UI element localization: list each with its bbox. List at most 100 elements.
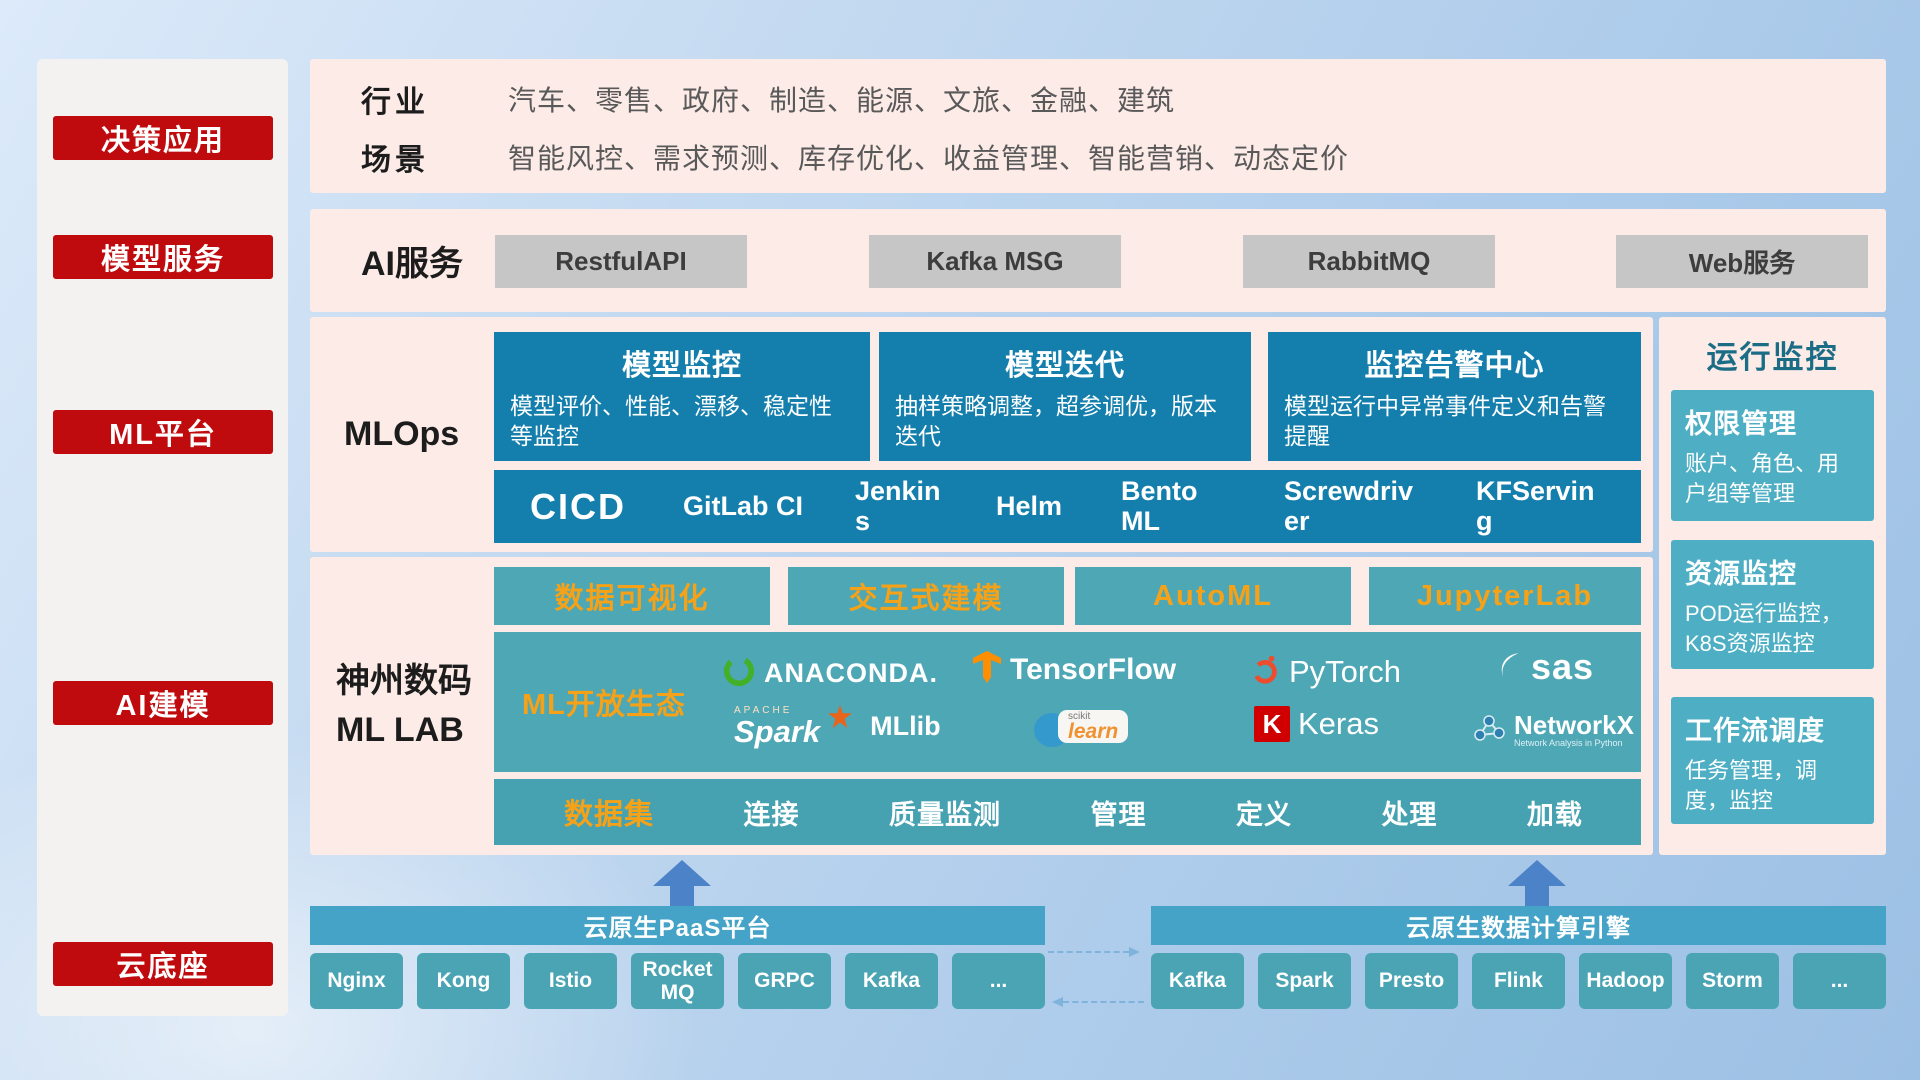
dataset-load-label: 加载 [1526,799,1583,830]
industry-label: 行业 [361,86,429,119]
runtime-monitor-panel: 运行监控 权限管理 账户、角色、用户组等管理 资源监控 POD运行监控，K8S资… [1659,317,1886,855]
tech-more: ... [952,953,1045,1009]
card-title: 模型迭代 [1004,350,1125,382]
spark-star-icon [828,705,853,734]
tech-istio: Istio [524,953,617,1009]
sidebar-item-ml-platform: ML平台 [53,410,273,454]
card-title: 资源监控 [1685,559,1797,589]
resource-monitor-card: 资源监控 POD运行监控，K8S资源监控 [1671,540,1874,669]
data-visualization-button: 数据可视化 [494,567,770,625]
sidebar-item-model-service: 模型服务 [53,235,273,279]
ai-service-label: AI服务 [361,245,463,283]
sidebar-item-decision-apps: 决策应用 [53,116,273,160]
cicd-title: CICD [530,485,626,527]
cicd-bentoml: BentoML [1121,475,1198,536]
workflow-scheduler-card: 工作流调度 任务管理，调度，监控 [1671,697,1874,824]
spark-apache-text: APACHE [734,705,793,716]
dataset-process-label: 处理 [1381,799,1438,830]
dashed-arrow-right [1048,946,1140,958]
pytorch-logo: PyTorch [1249,652,1401,691]
automl-button: AutoML [1075,567,1351,625]
tensorflow-logo: TensorFlow [972,650,1176,689]
dashed-arrow-left [1052,996,1144,1008]
ai-service-kafka-msg: Kafka MSG [869,235,1121,288]
model-monitor-card: 模型监控 模型评价、性能、漂移、稳定性等监控 [494,332,870,461]
tensorflow-icon [972,650,1002,689]
tech-grpc: GRPC [738,953,831,1009]
data-engine-button-row: Kafka Spark Presto Flink Hadoop Storm ..… [1151,953,1886,1009]
card-desc: 账户、角色、用户组等管理 [1685,451,1840,506]
spark-wordmark: APACHE Spark [734,705,821,749]
alert-center-card: 监控告警中心 模型运行中异常事件定义和告警提醒 [1268,332,1641,461]
tech-more2: ... [1793,953,1886,1009]
cicd-helm: Helm [996,490,1063,521]
dataset-quality-label: 质量监测 [888,799,1001,830]
permission-management-card: 权限管理 账户、角色、用户组等管理 [1671,390,1874,521]
cicd-jenkins: Jenkins [855,475,941,536]
ml-ecosystem-box: ML开放生态 ANACONDA. TensorFlow PyTorch [494,632,1641,772]
jupyterlab-button: JupyterLab [1369,567,1641,625]
card-desc: 模型运行中异常事件定义和告警提醒 [1284,393,1606,449]
sas-icon [1497,649,1523,686]
tech-kafka: Kafka [845,953,938,1009]
paas-button-row: Nginx Kong Istio RocketMQ GRPC Kafka ... [310,953,1045,1009]
learn-text: learn [1068,719,1119,743]
up-arrow-paas [653,860,711,906]
card-desc: 模型评价、性能、漂移、稳定性等监控 [510,393,832,449]
scenario-label: 场景 [361,144,429,177]
card-desc: POD运行监控，K8S资源监控 [1685,601,1843,656]
cicd-bar: CICD GitLab CI Jenkins Helm BentoML Scre… [494,470,1641,543]
paas-header: 云原生PaaS平台 [310,906,1045,945]
ml-lab-label-line2: ML LAB [336,711,464,749]
pytorch-text: PyTorch [1289,653,1401,689]
ml-ecosystem-label: ML开放生态 [522,689,686,721]
tech-spark: Spark [1258,953,1351,1009]
up-arrow-data-engine [1508,860,1566,906]
mllib-text: MLlib [870,711,941,741]
keras-text: Keras [1298,706,1379,741]
networkx-text: NetworkX [1514,710,1634,740]
dataset-manage-label: 管理 [1090,799,1147,830]
dataset-connect-label: 连接 [743,799,800,830]
card-title: 模型监控 [621,350,742,382]
sidebar-item-cloud-base: 云底座 [53,942,273,986]
model-iteration-card: 模型迭代 抽样策略调整，超参调优，版本迭代 [879,332,1251,461]
anaconda-text: ANACONDA. [764,658,938,688]
scenario-list: 智能风控、需求预测、库存优化、收益管理、智能营销、动态定价 [508,143,1350,174]
networkx-subtitle: Network Analysis in Python [1514,738,1623,749]
cicd-gitlab-ci: GitLab CI [683,490,803,521]
dataset-bar: 数据集 连接 质量监测 管理 定义 处理 加载 [494,779,1641,845]
scikit-learn-logo: scikit learn [1034,708,1139,752]
card-title: 权限管理 [1685,409,1797,439]
sidebar: 决策应用 模型服务 ML平台 AI建模 云底座 [37,59,288,1016]
mlops-panel: MLOps 模型监控 模型评价、性能、漂移、稳定性等监控 模型迭代 抽样策略调整… [310,317,1653,552]
ai-service-panel: AI服务 RestfulAPI Kafka MSG RabbitMQ Web服务 [310,209,1886,312]
spark-mllib-logo: APACHE Spark MLlib [734,705,941,749]
ai-service-restfulapi: RestfulAPI [495,235,747,288]
sas-logo: sas [1497,646,1594,688]
card-title: 监控告警中心 [1364,350,1545,382]
card-desc: 任务管理，调度，监控 [1685,758,1818,813]
tensorflow-text: TensorFlow [1010,652,1177,686]
card-title: 工作流调度 [1685,716,1825,746]
tech-flink: Flink [1472,953,1565,1009]
spark-text: Spark [734,714,821,749]
cicd-kfserving: KFServing [1476,475,1595,536]
ml-lab-panel: 神州数码 ML LAB 数据可视化 交互式建模 AutoML JupyterLa… [310,557,1653,855]
scikit-text: scikit [1068,711,1091,722]
industry-list: 汽车、零售、政府、制造、能源、文旅、金融、建筑 [508,85,1176,116]
networkx-logo: NetworkX Network Analysis in Python [1472,710,1634,749]
industry-scenario-panel: 行业 汽车、零售、政府、制造、能源、文旅、金融、建筑 场景 智能风控、需求预测、… [310,59,1886,193]
sidebar-item-ai-modeling: AI建模 [53,681,273,725]
tech-rocketmq: RocketMQ [631,953,724,1009]
ai-service-web: Web服务 [1616,235,1868,288]
tech-kong: Kong [417,953,510,1009]
pytorch-icon [1249,652,1281,691]
keras-logo: K Keras [1254,706,1379,742]
ml-lab-label: 神州数码 ML LAB [336,557,472,855]
card-desc: 抽样策略调整，超参调优，版本迭代 [895,393,1217,449]
scikit-learn-badge: scikit learn [1058,710,1129,744]
interactive-modeling-button: 交互式建模 [788,567,1064,625]
tech-kafka2: Kafka [1151,953,1244,1009]
